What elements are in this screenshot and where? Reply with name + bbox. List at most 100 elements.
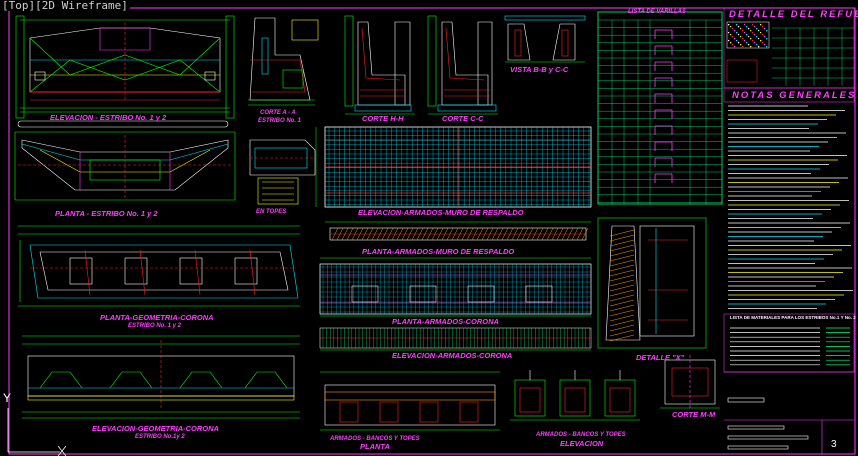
linework xyxy=(728,32,730,34)
view-elevacion-estribo xyxy=(15,15,235,128)
viewport-label[interactable]: [Top][2D Wireframe] xyxy=(0,0,130,12)
linework xyxy=(742,30,744,32)
linework xyxy=(744,40,746,42)
linework xyxy=(756,28,758,30)
view-vista-bb-cc xyxy=(504,15,586,63)
view-planta-armados-muro xyxy=(325,221,591,241)
view-detalle-x xyxy=(597,217,707,349)
title-block xyxy=(724,371,854,454)
title-elevacion-armados-corona: ELEVACION-ARMADOS-CORONA xyxy=(392,351,513,360)
linework xyxy=(752,32,754,34)
linework xyxy=(609,284,635,292)
linework xyxy=(609,334,635,342)
linework xyxy=(766,38,768,40)
title-elevacion: ELEVACION xyxy=(560,439,604,448)
linework xyxy=(744,32,746,34)
linework xyxy=(609,274,635,282)
linework xyxy=(609,329,635,337)
title-elevacion-estribo: ELEVACION - ESTRIBO No. 1 y 2 xyxy=(50,113,167,122)
ucs-axis-icon xyxy=(7,408,67,456)
panel-detalle-refuerzo xyxy=(723,7,855,89)
linework xyxy=(736,40,738,42)
linework xyxy=(752,24,754,26)
view-corte-mm xyxy=(660,355,720,410)
linework xyxy=(754,26,756,28)
title-corte-hh: CORTE H-H xyxy=(362,114,404,123)
view-corte-aa xyxy=(248,17,319,106)
linework xyxy=(758,30,760,32)
linework xyxy=(730,42,732,44)
view-elevacion-armados-corona xyxy=(319,327,592,351)
linework xyxy=(746,34,748,36)
linework xyxy=(609,229,635,237)
linework xyxy=(609,239,635,247)
linework xyxy=(609,234,635,242)
linework xyxy=(746,42,748,44)
view-corte-cc xyxy=(427,15,498,115)
title-lista-varillas: LISTA DE VARILLAS xyxy=(628,9,686,15)
linework xyxy=(750,30,752,32)
linework xyxy=(748,44,750,46)
linework xyxy=(764,36,766,38)
view-armados-bancos-planta xyxy=(320,371,500,431)
linework xyxy=(609,244,635,252)
linework xyxy=(734,46,736,48)
linework xyxy=(738,42,740,44)
linework xyxy=(609,294,635,302)
title-notas-generales: NOTAS GENERALES xyxy=(732,90,857,101)
linework xyxy=(609,249,635,257)
linework xyxy=(609,264,635,272)
title-planta-geometria-corona: PLANTA-GEOMETRIA-CORONA xyxy=(100,313,214,322)
title-elevacion-geometria-corona: ELEVACION-GEOMETRIA-CORONA xyxy=(92,424,219,433)
linework xyxy=(740,44,742,46)
linework xyxy=(762,34,764,36)
linework xyxy=(736,32,738,34)
view-planta-estribo xyxy=(14,131,236,201)
view-corte-hh xyxy=(344,15,415,115)
linework xyxy=(760,24,762,26)
linework xyxy=(740,28,742,30)
linework xyxy=(758,46,760,48)
view-planta-geometria-corona xyxy=(18,225,300,307)
view-planta-armados-corona xyxy=(319,257,592,317)
linework xyxy=(740,36,742,38)
linework xyxy=(748,36,750,38)
sheet-frame xyxy=(8,7,856,455)
linework xyxy=(766,30,768,32)
linework xyxy=(746,26,748,28)
title-lista-materiales: LISTA DE MATERIALES PARA LOS ESTRIBOS No… xyxy=(730,315,856,320)
linework xyxy=(742,38,744,40)
page-number: 3 xyxy=(831,439,837,450)
linework xyxy=(766,46,768,48)
table-lista-materiales xyxy=(723,313,855,373)
linework xyxy=(744,24,746,26)
linework xyxy=(754,34,756,36)
linework xyxy=(732,36,734,38)
linework xyxy=(609,289,635,297)
linework xyxy=(760,32,762,34)
title-planta: PLANTA xyxy=(360,442,390,451)
view-estribo-1-planta xyxy=(249,139,316,205)
subtitle-estribo-1: ESTRIBO No. 1 xyxy=(258,118,302,124)
linework xyxy=(750,38,752,40)
linework xyxy=(764,44,766,46)
title-planta-estribo: PLANTA - ESTRIBO No. 1 y 2 xyxy=(55,209,158,218)
linework xyxy=(762,26,764,28)
table-lista-varillas xyxy=(597,11,723,205)
linework xyxy=(609,269,635,277)
linework xyxy=(764,28,766,30)
title-detalle-refuerzo: DETALLE DEL REFUERZO xyxy=(729,9,858,20)
view-armados-bancos-elevacion xyxy=(510,370,640,421)
title-planta-armados-muro: PLANTA-ARMADOS-MURO DE RESPALDO xyxy=(362,247,515,256)
linework xyxy=(756,44,758,46)
linework xyxy=(609,314,635,322)
linework xyxy=(609,279,635,287)
linework xyxy=(609,309,635,317)
linework xyxy=(728,40,730,42)
linework xyxy=(734,38,736,40)
linework xyxy=(734,30,736,32)
title-elevacion-armados-muro: ELEVACION-ARMADOS-MURO DE RESPALDO xyxy=(358,208,524,217)
linework xyxy=(750,46,752,48)
